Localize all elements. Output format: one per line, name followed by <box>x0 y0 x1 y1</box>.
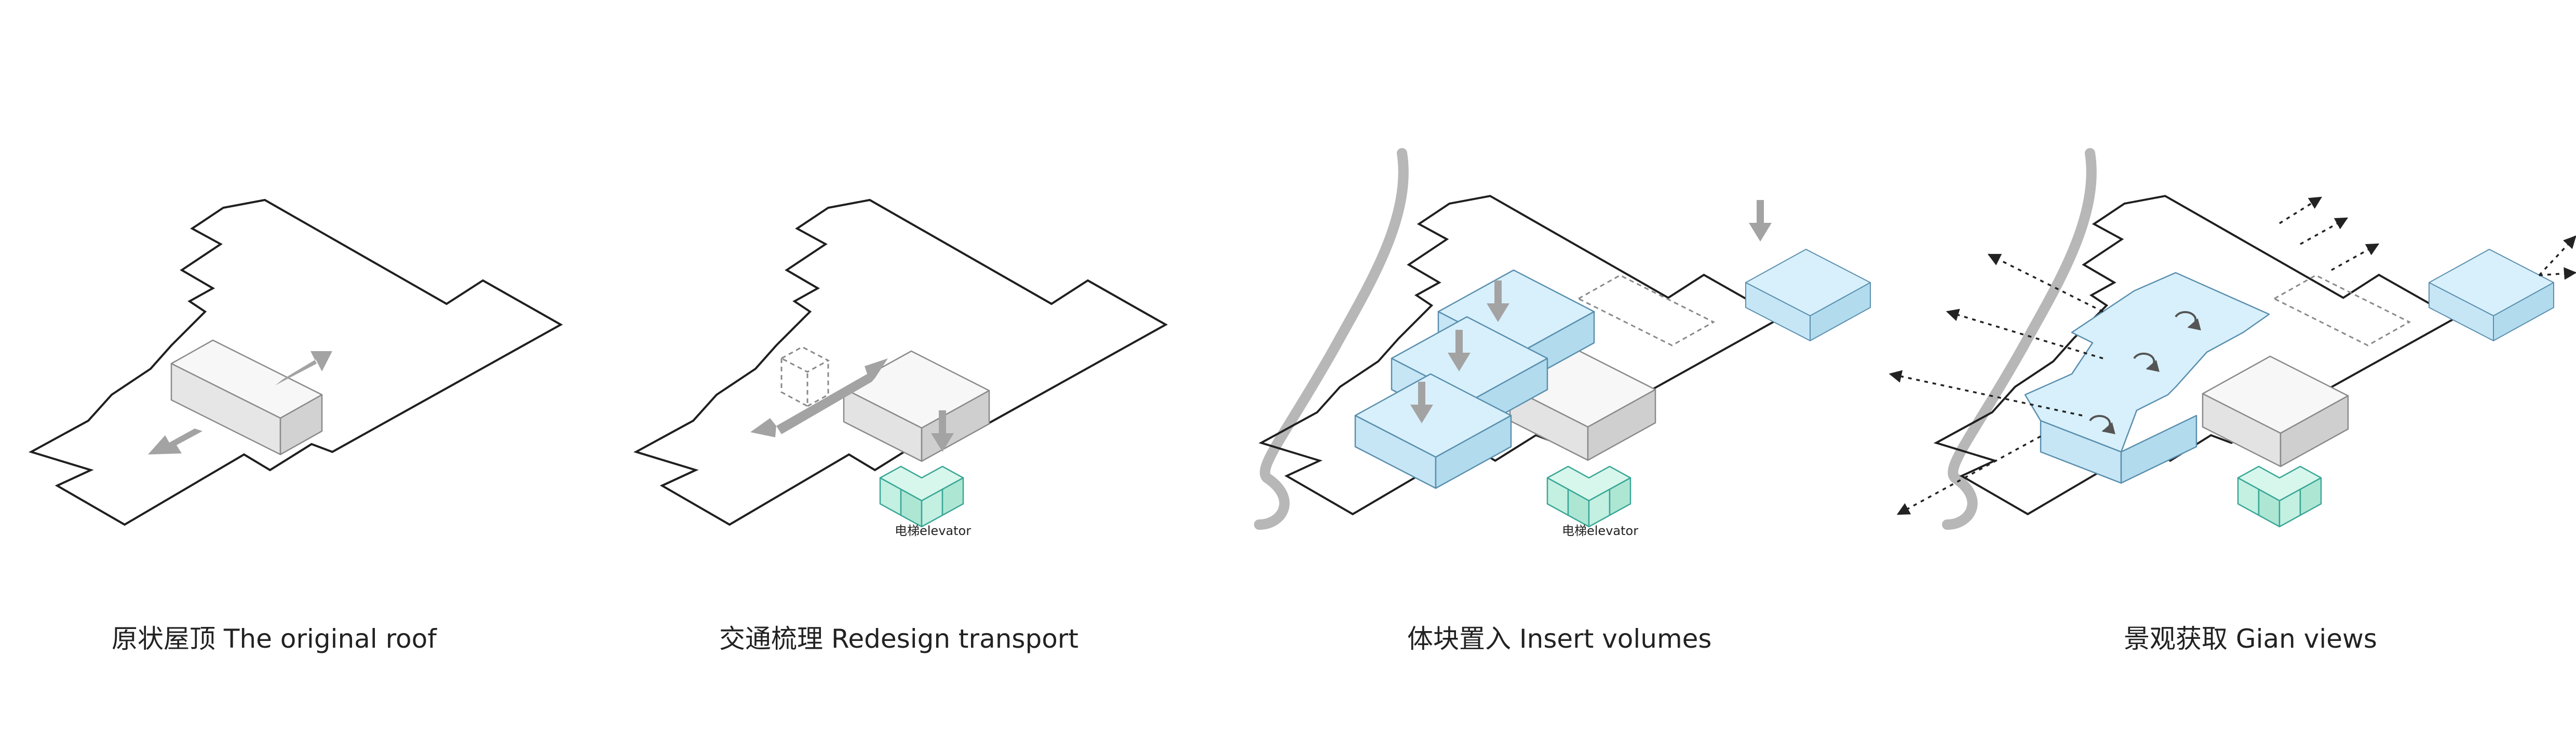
panel-insert-volumes: 电梯elevator <box>1254 148 1871 538</box>
panel-original-roof <box>30 199 562 526</box>
river <box>1254 148 1409 530</box>
panel-title-original-roof: 原状屋顶 The original roof <box>112 624 437 654</box>
existing-block <box>2202 355 2349 467</box>
transport-arrow-icon <box>750 358 888 437</box>
removed-block-outline <box>779 346 830 408</box>
panel-title-insert-volumes: 体块置入 Insert volumes <box>1407 624 1712 654</box>
roof-outline <box>30 199 562 526</box>
elevator-label: 电梯elevator <box>1562 524 1638 538</box>
reserved-slot-outline <box>2272 274 2411 346</box>
panel-title-gain-views: 景观获取 Gian views <box>2124 624 2377 654</box>
down-arrow-icon <box>1749 200 1772 242</box>
view-arrows <box>1889 196 2576 515</box>
panel-gain-views <box>1889 148 2576 530</box>
elevator-label: 电梯elevator <box>895 524 971 538</box>
elevator-volume <box>1546 465 1631 528</box>
elevator-volume <box>2237 465 2322 528</box>
inserted-volume <box>2428 248 2555 342</box>
river <box>1942 148 2097 530</box>
elevator-volume <box>879 465 964 528</box>
rotate-icon <box>2089 311 2201 435</box>
existing-block <box>170 339 323 456</box>
move-arrow-icon <box>148 351 332 454</box>
reserved-slot-outline <box>1576 274 1716 346</box>
panel-title-redesign-transport: 交通梳理 Redesign transport <box>719 624 1078 654</box>
panel-redesign-transport: 电梯elevator <box>635 199 1167 538</box>
